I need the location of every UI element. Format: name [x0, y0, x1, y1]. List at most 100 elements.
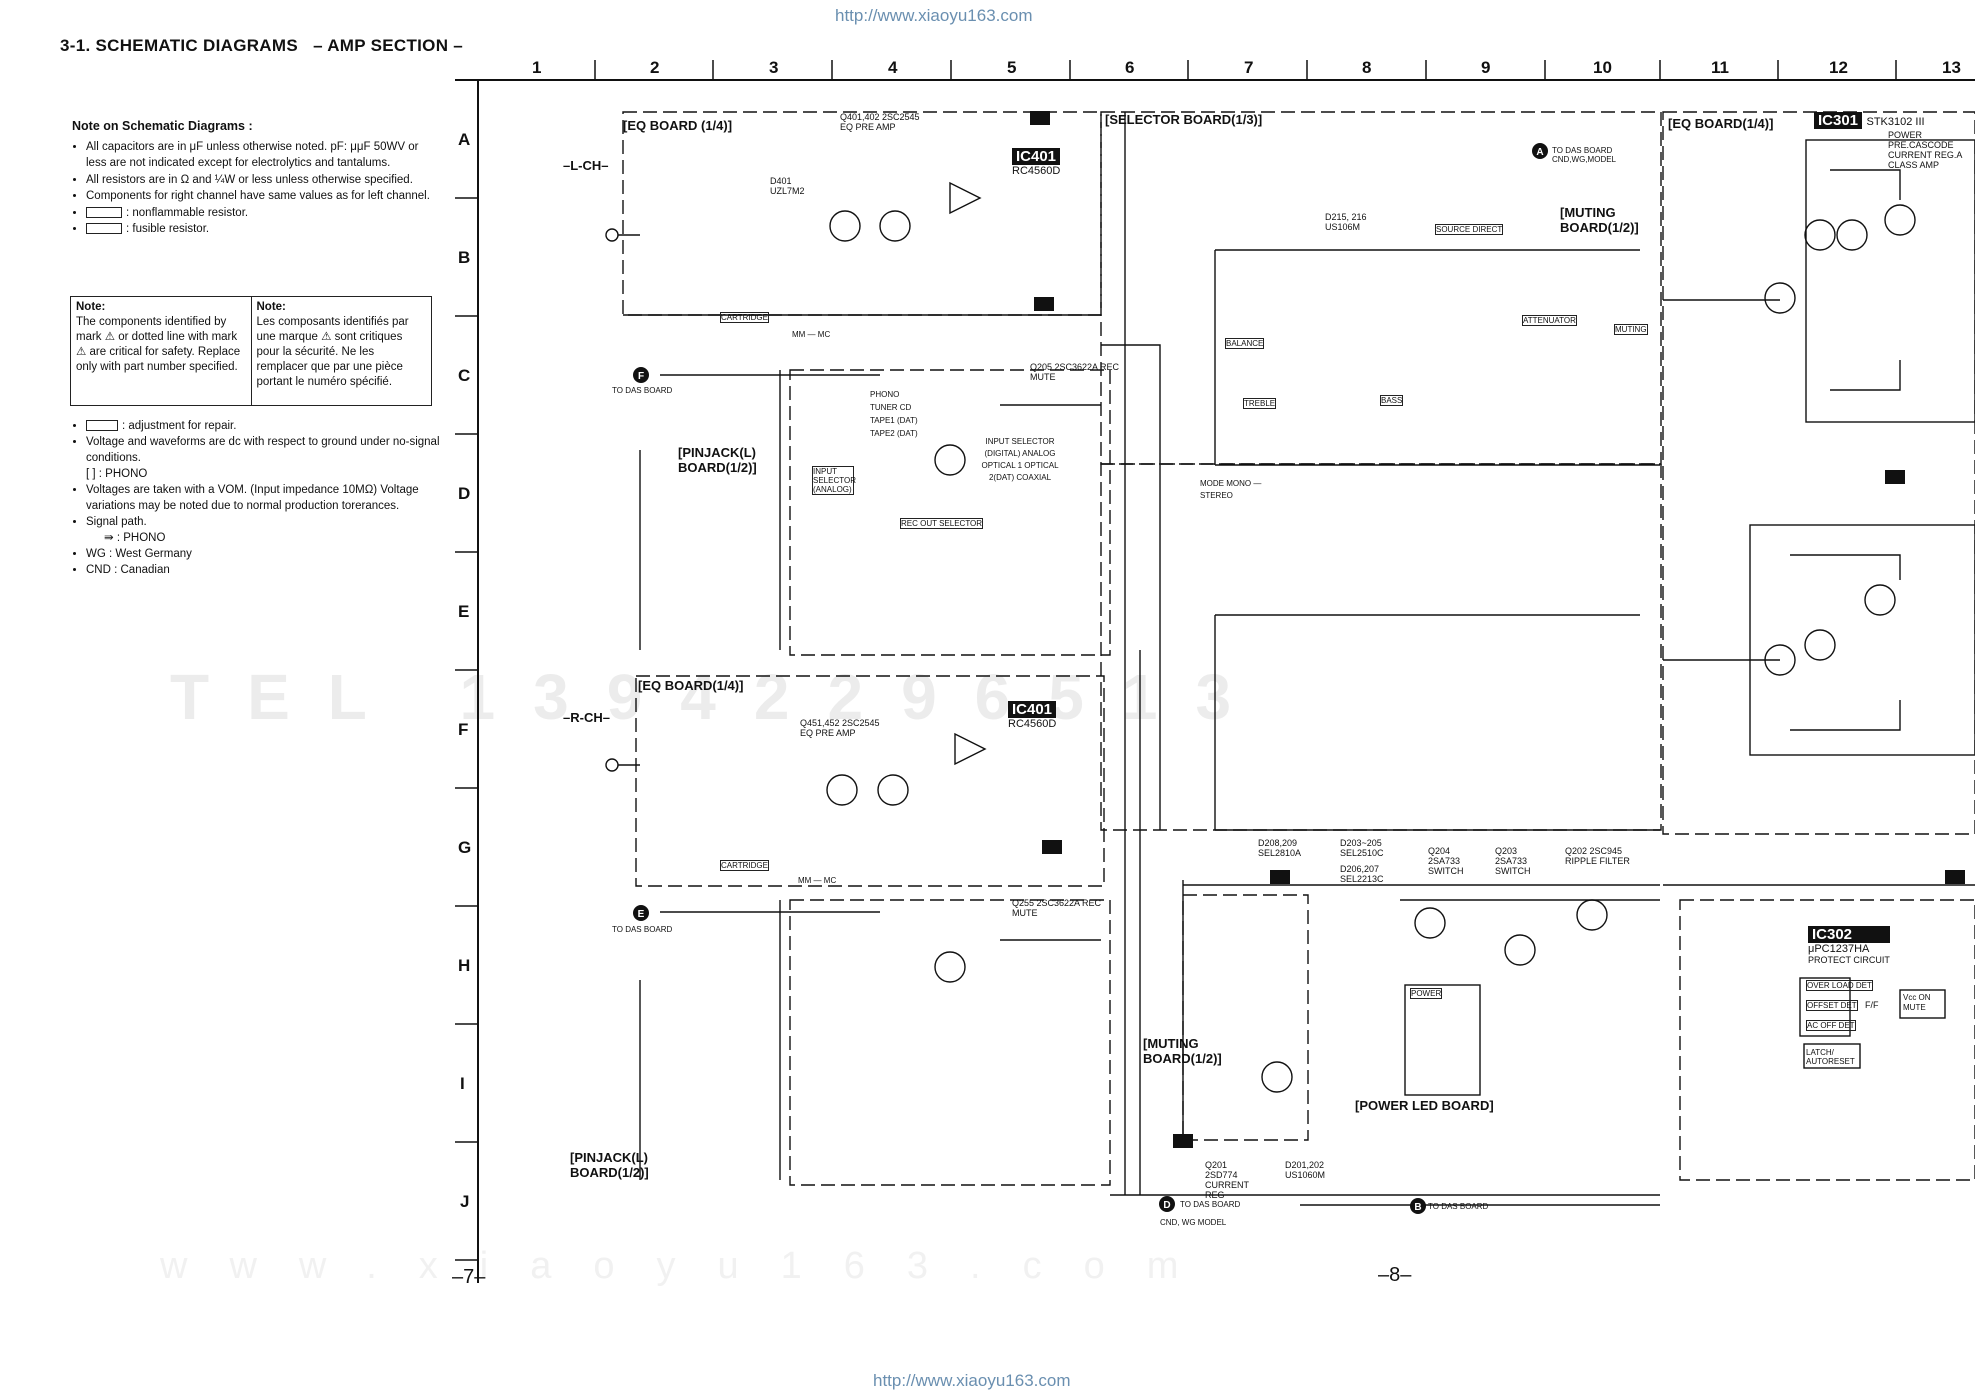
to-das-b-label: TO DAS BOARD [1428, 1202, 1489, 1211]
ic302-desc: PROTECT CIRCUIT [1808, 955, 1890, 965]
safety-note-en-title: Note: [76, 301, 106, 313]
source-url-top[interactable]: http://www.xiaoyu163.com [835, 6, 1033, 25]
pinjack-bottom-label: [PINJACK(L) BOARD(1/2)] [570, 1150, 649, 1180]
note-item: CND : Canadian [86, 562, 442, 578]
safety-note-en-text: The components identified by mark ⚠ or d… [76, 316, 241, 373]
note-item: ⇛ : PHONO [104, 532, 166, 544]
pinjack-top-outline [789, 369, 1111, 656]
note-item: Components for right channel have same v… [86, 188, 432, 205]
selector-board-outline [1100, 111, 1662, 465]
to-das-f-label: TO DAS BOARD [612, 386, 673, 395]
latch-block [1803, 1043, 1861, 1069]
column-label: 12 [1829, 58, 1848, 77]
ic401-top-part: RC4560D [1012, 165, 1061, 177]
ic301: IC301 STK3102 III POWER PRE.CASCODE CURR… [1814, 112, 1975, 170]
ic401-mid-part: RC4560D [1008, 718, 1057, 730]
to-das-a-label: TO DAS BOARD CND,WG,MODEL [1552, 146, 1616, 164]
vcc-on-mute-label: Vcc ON MUTE [1903, 993, 1931, 1012]
column-label: 1 [532, 58, 542, 77]
mm-mc-top-label: MM — MC [792, 330, 831, 339]
q451-label: Q451,452 2SC2545 EQ PRE AMP [800, 718, 880, 738]
schematic-notes-2: : adjustment for repair. Voltage and wav… [72, 418, 442, 578]
page-title: 3-1. SCHEMATIC DIAGRAMS – AMP SECTION – [60, 36, 463, 56]
d215-label: D215, 216 US106M [1325, 212, 1367, 232]
column-label: 9 [1481, 58, 1491, 77]
row-label: B [458, 248, 471, 267]
title-main: 3-1. SCHEMATIC DIAGRAMS [60, 36, 298, 55]
vcc-mute-block [1899, 989, 1946, 1019]
ff-block [1799, 977, 1851, 1037]
bass-label: BASS [1380, 395, 1404, 406]
cartridge-bottom-label: CARTRIDGE [720, 860, 769, 871]
q205-label: Q205 2SC3622A REC MUTE [1030, 362, 1120, 382]
row-label: E [458, 602, 470, 621]
page-number-right: –8– [1378, 1264, 1412, 1286]
safety-note-box: Note: The components identified by mark … [70, 296, 432, 406]
row-label: G [458, 838, 472, 857]
over-load-det-label: OVER LOAD DET [1806, 980, 1873, 991]
power-label: POWER [1410, 988, 1443, 999]
muting-board-top-label: [MUTING BOARD(1/2)] [1560, 205, 1639, 235]
q401-label: Q401,402 2SC2545 EQ PRE AMP [840, 112, 920, 132]
safety-note-fr-title: Note: [256, 301, 286, 313]
latch-autoreset-label: LATCH/ AUTORESET [1806, 1048, 1855, 1066]
row-label: A [458, 130, 471, 149]
treble-label: TREBLE [1243, 398, 1277, 409]
phono-tuner-selector: PHONO TUNER CD TAPE1 (DAT) TAPE2 (DAT) [870, 390, 918, 438]
eq-board-mid-outline [635, 675, 1105, 887]
ic301-upper-box [1805, 139, 1975, 423]
note-text: : fusible resistor. [126, 223, 210, 235]
svg-text:D: D [1163, 1200, 1170, 1211]
note-text: : adjustment for repair. [122, 420, 237, 432]
ff-label: F/F [1865, 1000, 1879, 1010]
safety-note-fr: Note: Les composants identifiés par une … [250, 297, 432, 405]
svg-text:F: F [638, 371, 644, 382]
column-label: 8 [1362, 58, 1372, 77]
note-item: [ ] : PHONO [86, 468, 148, 480]
q201-label: Q201 2SD774 CURRENT REG [1205, 1160, 1249, 1200]
to-das-d-label: TO DAS BOARD [1180, 1200, 1241, 1209]
power-led-outline [1404, 984, 1481, 1096]
digital-selector: INPUT SELECTOR (DIGITAL) ANALOG OPTICAL … [981, 437, 1059, 482]
d206-label: D206,207 SEL2213C [1340, 864, 1384, 884]
note-item: : nonflammable resistor. [86, 205, 432, 222]
column-label: 6 [1125, 58, 1135, 77]
muting-label: MUTING [1614, 324, 1648, 335]
ic301-lower-box [1749, 524, 1975, 756]
ic401-mid-badge: IC401 [1008, 701, 1057, 718]
column-label: 5 [1007, 58, 1017, 77]
q203-label: Q203 2SA733 SWITCH [1495, 846, 1531, 876]
watermark-tel: TEL 13942296513 [170, 661, 1270, 733]
row-label: D [458, 484, 471, 503]
ic301-badge: IC301 [1814, 112, 1863, 129]
fusible-resistor-icon [86, 223, 122, 235]
q255-label: Q255 2SC3622A REC MUTE [1012, 898, 1102, 918]
svg-text:E: E [638, 909, 645, 920]
note-text: : nonflammable resistor. [126, 206, 249, 219]
to-das-e-label: TO DAS BOARD [612, 925, 673, 934]
d401-label: D401 UZL7M2 [770, 176, 805, 196]
column-label: 11 [1711, 58, 1729, 77]
pinjack-top-label: [PINJACK(L) BOARD(1/2)] [678, 445, 757, 475]
row-label: C [458, 366, 471, 385]
title-section: – AMP SECTION – [313, 36, 464, 55]
balance-label: BALANCE [1225, 338, 1265, 349]
nonflammable-resistor-icon [86, 206, 122, 218]
ic401-mid: IC401 RC4560D [1008, 701, 1057, 730]
column-label: 13 [1942, 58, 1961, 77]
note-item: All capacitors are in μF unless otherwis… [86, 139, 432, 172]
rec-out-selector-label: REC OUT SELECTOR [900, 518, 984, 529]
mm-mc-bottom-label: MM — MC [798, 876, 837, 885]
eq-board-top-outline [622, 111, 1102, 316]
ic302-badge: IC302 [1808, 926, 1890, 943]
column-label: 4 [888, 58, 898, 77]
row-label: H [458, 956, 471, 975]
d201-label: D201,202 US1060M [1285, 1160, 1326, 1180]
offset-det-label: OFFSET DET [1806, 1000, 1858, 1011]
selector-board-lower-outline [1100, 463, 1662, 831]
q202-label: Q202 2SC945 RIPPLE FILTER [1565, 846, 1630, 866]
source-url-bottom[interactable]: http://www.xiaoyu163.com [873, 1371, 1071, 1390]
ic301-part: STK3102 III [1866, 116, 1925, 128]
